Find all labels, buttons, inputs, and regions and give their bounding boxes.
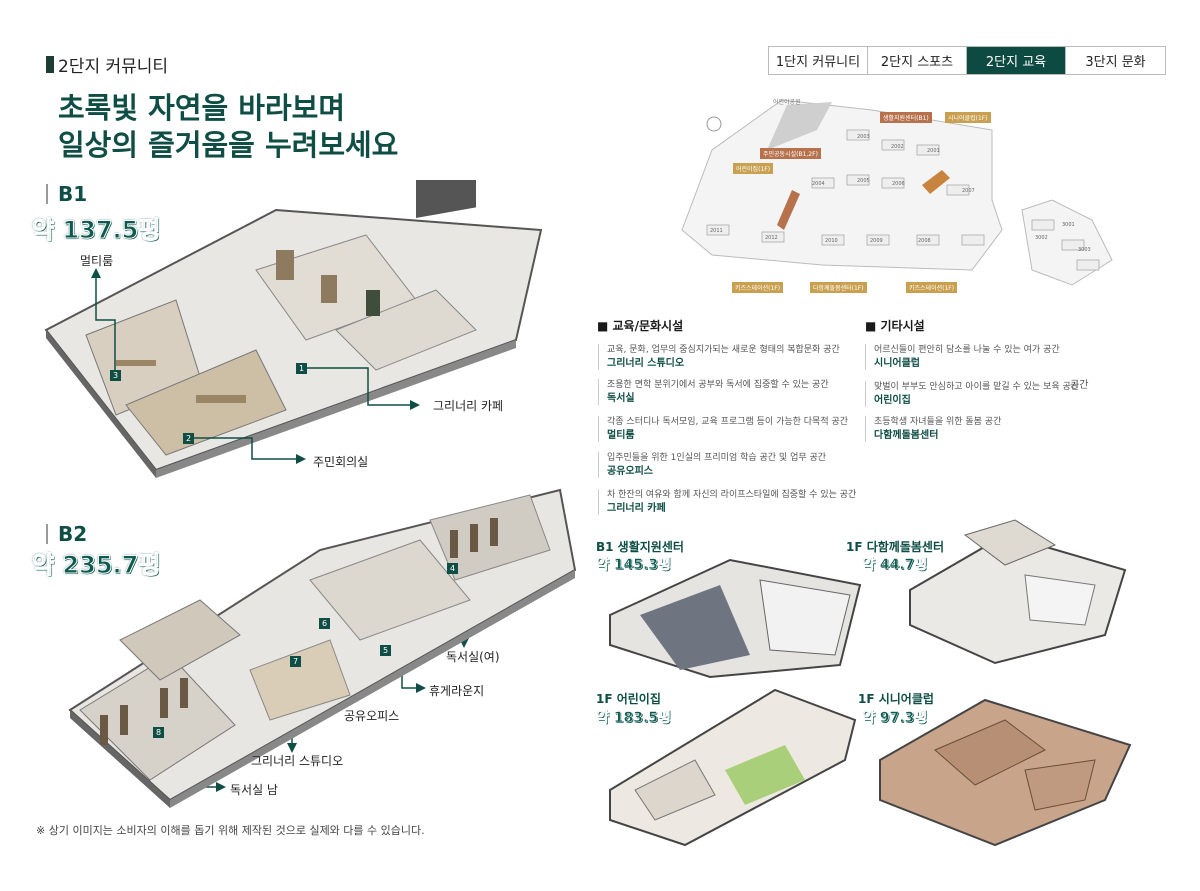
building-3003: 3003 <box>1078 247 1091 253</box>
plan-support-center-label: B1 생활지원센터 <box>596 540 684 554</box>
building-2003: 2003 <box>857 134 870 140</box>
site-plan <box>681 99 1113 286</box>
etc-item-desc: 맞벌이 부부도 안심하고 아이를 맡길 수 있는 보육 공간 <box>874 382 1080 392</box>
edu-item: 각종 스터디나 독서모임, 교육 프로그램 등이 가능한 다목적 공간 멀티룸 <box>598 416 857 442</box>
tab-complex1-community[interactable]: 1단지 커뮤니티 <box>769 47 868 74</box>
b1-callout-cafe: 그리너리 카페 <box>433 399 504 413</box>
building-2008: 2008 <box>918 238 931 244</box>
building-2005: 2005 <box>857 178 870 184</box>
edu-item-name: 멀티룸 <box>607 430 635 441</box>
edu-item-name: 공유오피스 <box>607 466 653 477</box>
b1-callout-meeting-room: 주민회의실 <box>313 455 369 469</box>
building-2001: 2001 <box>927 148 940 154</box>
edu-item-name: 그리너리 스튜디오 <box>607 358 685 369</box>
b1-isometric-plan <box>44 180 543 478</box>
etc-item-name: 시니어클럽 <box>874 358 920 369</box>
plan-care-center-label: 1F 다함께돌봄센터 <box>846 540 945 554</box>
plan-care-center-area: 약 44.7평 <box>862 557 928 574</box>
siteplan-tag-community: 주민공동시설(B1,2F) <box>760 148 821 159</box>
edu-item-desc: 차 한잔의 여유와 함께 자신의 라이프스타일에 집중할 수 있는 공간 <box>607 490 857 500</box>
b2-callout-reading-room-male: 독서실 남 <box>230 783 278 797</box>
b2-callout-lounge: 휴게라운지 <box>429 684 485 698</box>
plan-support-center-area: 약 145.3평 <box>596 557 671 574</box>
b2-num-6: 6 <box>319 618 330 629</box>
section-label-text: 2단지 커뮤니티 <box>58 57 169 77</box>
b2-num-7: 7 <box>290 656 301 667</box>
b2-num-8: 8 <box>153 727 164 738</box>
tab-complex2-education[interactable]: 2단지 교육 <box>967 47 1066 74</box>
b2-callout-shared-office: 공유오피스 <box>344 709 400 723</box>
b2-callout-reading-room-female: 독서실(여) <box>446 650 500 664</box>
plan-daycare-area: 약 183.5평 <box>596 710 671 727</box>
b2-num-5: 5 <box>380 645 391 656</box>
edu-item: 조용한 면학 분위기에서 공부와 독서에 집중할 수 있는 공간 독서실 <box>598 379 857 405</box>
building-3002: 3002 <box>1035 235 1048 241</box>
building-3001: 3001 <box>1062 222 1075 228</box>
building-2002: 2002 <box>891 144 904 150</box>
siteplan-tag-kids-station-1: 키즈스테이션(1F) <box>732 282 784 293</box>
siteplan-tag-support-center: 생활지원센터(B1) <box>880 112 932 123</box>
complex-tabs: 1단지 커뮤니티 2단지 스포츠 2단지 교육 3단지 문화 <box>768 46 1166 75</box>
b2-floor-tag: B2 <box>46 522 87 546</box>
building-2010: 2010 <box>825 238 838 244</box>
b1-floor-name: B1 <box>58 182 88 206</box>
etc-item: 맞벌이 부부도 안심하고 아이를 맡길 수 있는 보육 공간 어린이집 <box>865 381 1104 407</box>
b1-area: 약 137.5평 <box>31 216 161 245</box>
siteplan-tag-daycare: 어린이집(1F) <box>733 163 774 174</box>
headline: 초록빛 자연을 바라보며 일상의 즐거움을 누려보세요 <box>58 90 398 164</box>
building-2006: 2006 <box>892 181 905 187</box>
building-2004: 2004 <box>812 181 825 187</box>
b1-callout-multiroom: 멀티룸 <box>80 254 114 268</box>
building-2012: 2012 <box>765 235 778 241</box>
edu-item: 차 한잔의 여유와 함께 자신의 라이프스타일에 집중할 수 있는 공간 그리너… <box>598 489 857 515</box>
edu-item-desc: 입주민들을 위한 1인실의 프리미엄 학습 공간 및 업무 공간 <box>607 453 827 463</box>
plan-daycare-label: 1F 어린이집 <box>596 692 661 706</box>
plan-senior-club-label: 1F 시니어클럽 <box>858 692 934 706</box>
b2-area: 약 235.7평 <box>31 551 161 580</box>
siteplan-tag-kids-station-2: 키즈스테이션(1F) <box>906 282 958 293</box>
edu-item-desc: 조용한 면학 분위기에서 공부와 독서에 집중할 수 있는 공간 <box>607 380 829 390</box>
tab-complex3-culture[interactable]: 3단지 문화 <box>1066 47 1165 74</box>
etc-item-extra: 공간 <box>1070 380 1089 391</box>
headline-line1: 초록빛 자연을 바라보며 <box>58 91 345 125</box>
etc-item-name: 다함께돌봄센터 <box>874 430 939 441</box>
edu-item-desc: 각종 스터디나 독서모임, 교육 프로그램 등이 가능한 다목적 공간 <box>607 417 849 427</box>
edu-item-name: 그리너리 카페 <box>607 503 666 514</box>
plan-senior-club <box>879 698 1132 847</box>
edu-item-desc: 교육, 문화, 업무의 중심지가되는 새로운 형태의 복합문화 공간 <box>607 345 840 355</box>
edu-item-name: 독서실 <box>607 393 635 404</box>
plan-support-center <box>609 558 862 679</box>
disclaimer: ※ 상기 이미지는 소비자의 이해를 돕기 위해 제작된 것으로 실제와 다를 … <box>36 824 425 837</box>
headline-line2: 일상의 즐거움을 누려보세요 <box>58 128 399 162</box>
etc-item-name: 어린이집 <box>874 395 911 406</box>
b1-num-3: 3 <box>110 370 121 381</box>
siteplan-tag-park: 어린이공원 <box>773 99 801 106</box>
edu-item: 교육, 문화, 업무의 중심지가되는 새로운 형태의 복합문화 공간 그리너리 … <box>598 344 857 370</box>
etc-item: 어르신들이 편안히 담소를 나눌 수 있는 여가 공간 시니어클럽 <box>865 344 1104 370</box>
tab-complex2-sports[interactable]: 2단지 스포츠 <box>868 47 967 74</box>
b1-num-1: 1 <box>296 363 307 374</box>
section-label: 2단지 커뮤니티 <box>46 52 168 77</box>
siteplan-tag-senior-club: 시니어클럽(1F) <box>945 112 991 123</box>
etc-item-desc: 초등학생 자녀들을 위한 돌봄 공간 <box>874 417 1002 427</box>
edu-item: 입주민들을 위한 1인실의 프리미엄 학습 공간 및 업무 공간 공유오피스 <box>598 452 857 478</box>
plan-care-center <box>909 519 1127 665</box>
building-2007: 2007 <box>962 188 975 194</box>
etc-item: 초등학생 자녀들을 위한 돌봄 공간 다함께돌봄센터 <box>865 416 1104 442</box>
b1-floor-tag: B1 <box>46 182 87 206</box>
b2-num-4: 4 <box>447 563 458 574</box>
building-2011: 2011 <box>710 228 723 234</box>
etc-title: ■ 기타시설 <box>865 319 925 333</box>
building-2009: 2009 <box>870 238 883 244</box>
b2-callout-greenery-studio: 그리너리 스튜디오 <box>251 754 344 768</box>
b2-floor-name: B2 <box>58 522 88 546</box>
siteplan-tag-care-center: 다함께돌봄센터(1F) <box>810 282 867 293</box>
plan-daycare <box>609 688 857 847</box>
plan-senior-club-area: 약 97.3평 <box>862 710 928 727</box>
section-marker <box>46 56 54 73</box>
b1-num-2: 2 <box>183 433 194 444</box>
etc-item-desc: 어르신들이 편안히 담소를 나눌 수 있는 여가 공간 <box>874 345 1060 355</box>
edu-title: ■ 교육/문화시설 <box>597 319 684 333</box>
